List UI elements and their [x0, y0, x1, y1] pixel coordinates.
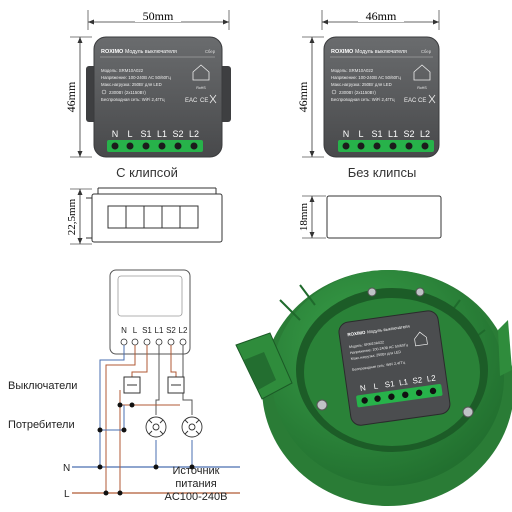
svg-text:L2: L2 [426, 373, 437, 383]
svg-text:L2: L2 [189, 129, 199, 139]
svg-text:S2: S2 [166, 326, 176, 335]
module-title-suffix-2: Сбер [421, 49, 432, 54]
home-icon [413, 64, 431, 81]
side-view-with-clip [86, 187, 223, 243]
eac-mark: EAC [185, 98, 198, 104]
svg-text:AC100-240В: AC100-240В [165, 491, 228, 503]
module-with-clip: ROXIMO Модуль выключателя Сбер Модель: S… [86, 36, 231, 158]
box-module-title: Модуль выключателя [367, 323, 411, 334]
side-view-without-clip [326, 195, 442, 239]
ce-mark-2: CE [418, 98, 426, 104]
svg-text:L1: L1 [388, 129, 398, 139]
wiring-diagram: N L S1 L1 S2 L2 N L [8, 269, 240, 503]
bulb-icon [101, 89, 107, 95]
terminal-labels-clip: N L S1 L1 S2 L2 [112, 129, 199, 139]
dimension-depth-noclip: 18mm [298, 195, 326, 239]
svg-text:S1: S1 [140, 129, 151, 139]
lamp-1-icon [145, 416, 167, 438]
screw-icon [367, 287, 377, 297]
max-load-text: Макс.нагрузка: 250Вт для LED [101, 82, 162, 87]
module-title: Модуль выключателя [125, 49, 177, 55]
svg-text:S2: S2 [412, 375, 423, 385]
bulb-icon [331, 89, 337, 95]
depth-clip-label: 22,5mm [66, 198, 78, 235]
svg-text:N: N [343, 129, 350, 139]
box-brand-logo: ROXIMO [347, 330, 366, 338]
svg-text:L1: L1 [155, 326, 164, 335]
svg-text:L: L [133, 326, 138, 335]
dimension-width-noclip: 46mm [321, 9, 440, 30]
screw-icon [462, 406, 474, 418]
svg-text:N: N [359, 383, 366, 393]
consumers-label: Потребители [8, 419, 75, 431]
svg-text:S2: S2 [403, 129, 414, 139]
caption-with-clip: С клипсой [116, 165, 178, 180]
dimension-height-clip: 46mm [64, 36, 92, 158]
svg-text:L: L [358, 129, 363, 139]
svg-text:S1: S1 [384, 379, 395, 389]
terminal-labels-noclip: N L S1 L1 S2 L2 [343, 129, 430, 139]
caption-without-clip: Без клипсы [348, 165, 417, 180]
weee-icon [428, 94, 436, 104]
width-clip-label: 50mm [143, 9, 174, 23]
switches-label: Выключатели [8, 380, 77, 392]
screw-icon [316, 399, 328, 411]
module-title-suffix: Сбер [205, 49, 216, 54]
l-label: L [64, 489, 70, 500]
dimension-depth-clip: 22,5mm [66, 188, 92, 245]
depth-noclip-label: 18mm [298, 203, 310, 232]
dimension-height-noclip: 46mm [296, 36, 324, 158]
svg-text:S1: S1 [142, 326, 152, 335]
svg-text:L2: L2 [179, 326, 188, 335]
weee-icon [209, 94, 217, 104]
width-noclip-label: 46mm [366, 9, 397, 23]
power-source-label: Источник питания AC100-240В [165, 465, 228, 503]
screw-icon [415, 287, 425, 297]
home-icon [192, 64, 210, 81]
brand-logo: ROXIMO [101, 49, 124, 55]
svg-text:L2: L2 [420, 129, 430, 139]
svg-text:N: N [121, 326, 127, 335]
svg-text:Источник: Источник [173, 465, 220, 477]
svg-text:L1: L1 [157, 129, 167, 139]
box-max-load-text: Макс.нагрузка: 250Вт для LED [350, 350, 401, 361]
dimension-width-clip: 50mm [87, 9, 230, 30]
box-model-text: Модель: SRM10A022 [349, 340, 384, 349]
network-text: Беспроводная сеть: WiFi 2,4ГГц [101, 97, 165, 102]
wiring-module [109, 269, 191, 355]
max-load-text-2: Макс.нагрузка: 250Вт для LED [331, 82, 392, 87]
network-text-2: Беспроводная сеть: WiFi 2,4ГГц [331, 97, 395, 102]
lamp-2-icon [181, 416, 203, 438]
svg-text:S2: S2 [172, 129, 183, 139]
box-network-text: Беспроводная сеть: WiFi 2,4ГГц [352, 361, 405, 372]
svg-text:питания: питания [175, 478, 216, 490]
terminal-block-2 [338, 140, 434, 152]
brand-logo-2: ROXIMO [331, 49, 354, 55]
n-label: N [63, 463, 70, 474]
height-clip-label: 46mm [64, 81, 78, 112]
ce-mark: CE [200, 98, 208, 104]
model-text: Модель: SRM10A022 [101, 68, 144, 73]
svg-text:L: L [373, 381, 379, 391]
wiring-terminal-labels: N L S1 L1 S2 L2 [121, 326, 188, 335]
voltage-text: Напряжение: 100-240В AC 50/60Гц [101, 75, 171, 80]
home-icon [414, 331, 428, 347]
module-without-clip: ROXIMO Модуль выключателя Сбер Модель: S… [323, 36, 440, 158]
svg-text:N: N [112, 129, 119, 139]
svg-text:S1: S1 [371, 129, 382, 139]
svg-text:L1: L1 [398, 377, 409, 387]
rohs-mark-2: RoHS [417, 86, 427, 90]
load-detail-text-2: 2300Вт (2x1150Вт) [339, 90, 376, 95]
terminal-block [107, 140, 203, 152]
model-text-2: Модель: SRM10A022 [331, 68, 374, 73]
load-detail-text: 2300Вт (2x1150Вт) [109, 90, 146, 95]
module-title-2: Модуль выключателя [355, 49, 407, 55]
svg-text:L: L [127, 129, 132, 139]
rohs-mark: RoHS [196, 86, 206, 90]
height-noclip-label: 46mm [296, 81, 310, 112]
installation-box: ROXIMO Модуль выключателя Модель: SRM10A… [235, 270, 512, 506]
voltage-text-2: Напряжение: 100-240В AC 50/60Гц [331, 75, 401, 80]
eac-mark-2: EAC [404, 98, 417, 104]
